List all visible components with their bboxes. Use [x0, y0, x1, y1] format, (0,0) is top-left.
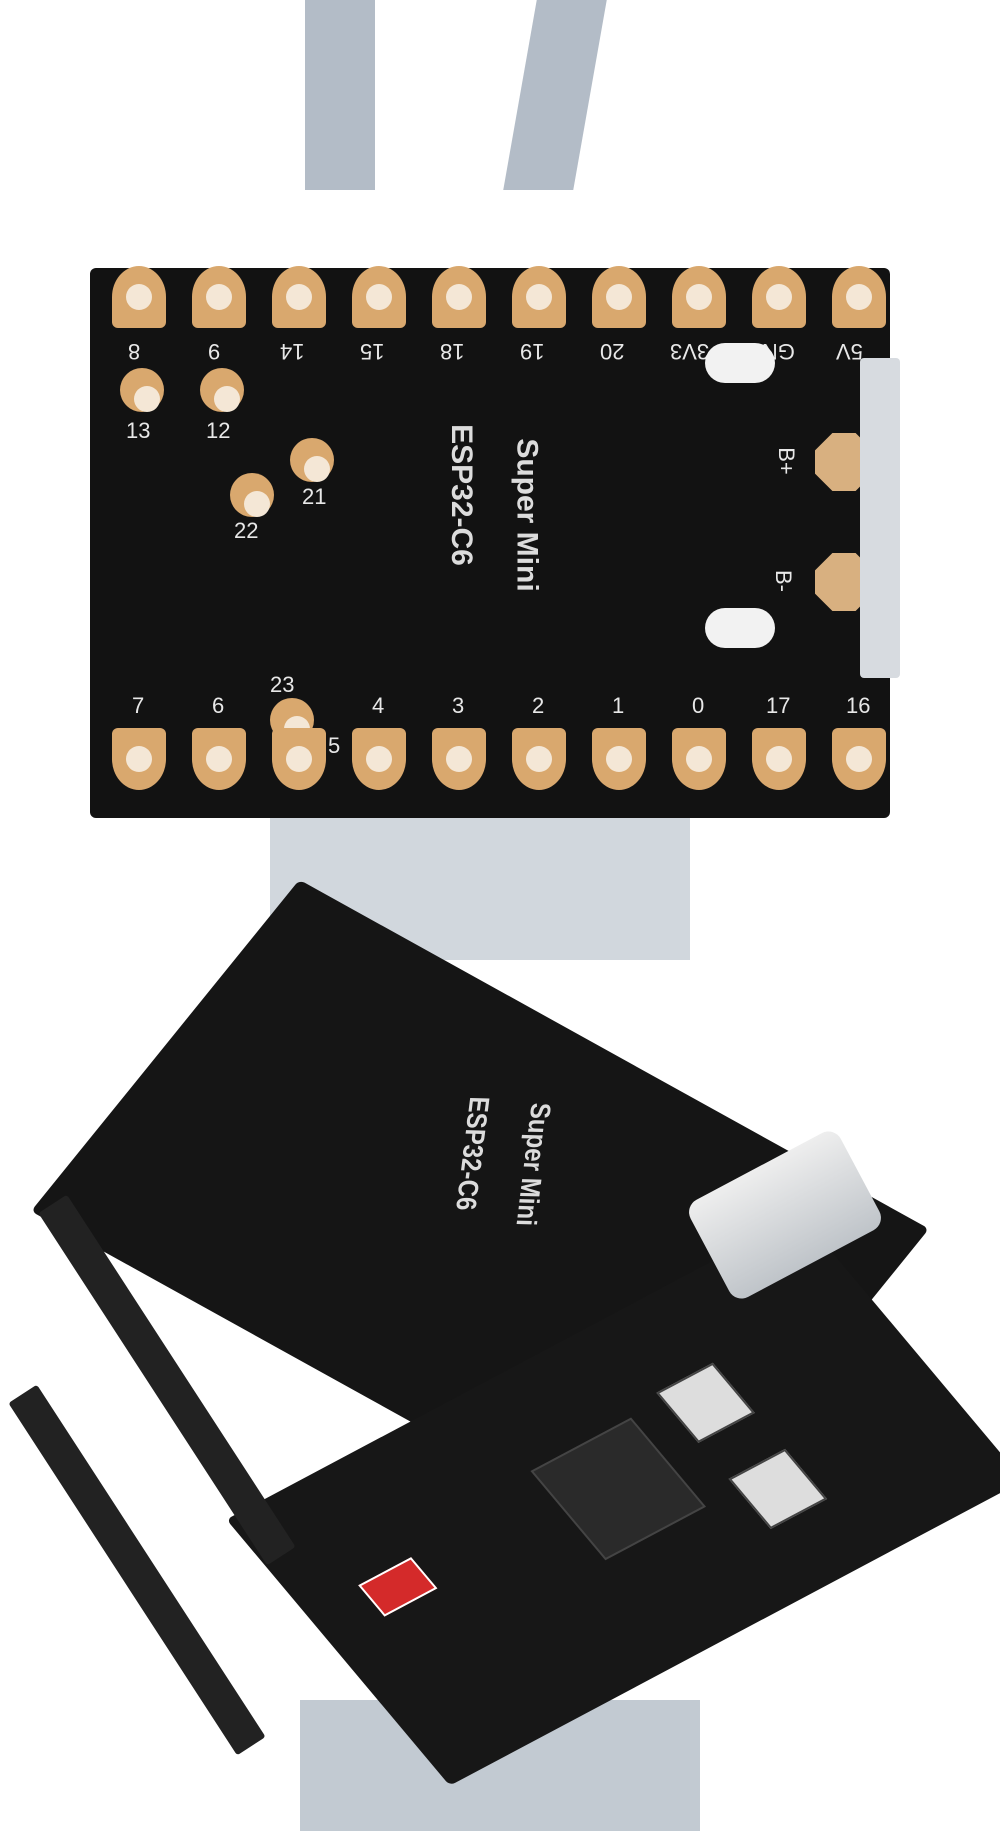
pin-pad — [112, 728, 166, 790]
pin-pad — [752, 266, 806, 328]
pin-label: 4 — [372, 693, 385, 718]
pin-label: 3 — [452, 693, 465, 718]
pin-label: 17 — [766, 693, 791, 718]
pin-label: 8 — [128, 339, 141, 364]
pin-pad — [672, 266, 726, 328]
pin-pad — [352, 728, 406, 790]
pin-pad — [432, 266, 486, 328]
board-title: Super Mini — [509, 1102, 558, 1227]
pin-label: 12 — [206, 418, 231, 443]
battery-minus-label: B- — [771, 570, 796, 592]
pin-pad — [112, 266, 166, 328]
pin-pad — [192, 728, 246, 790]
pin-label: 9 — [208, 339, 221, 364]
pin-pad — [272, 728, 326, 790]
pin-label: 16 — [846, 693, 871, 718]
pin-label: 21 — [302, 484, 327, 509]
pin-pad — [192, 266, 246, 328]
led — [358, 1557, 438, 1617]
pin-label: 13 — [126, 418, 151, 443]
pin-pad — [832, 266, 886, 328]
pin-label: 22 — [234, 518, 259, 543]
pin-label: 23 — [270, 672, 295, 697]
usb-connector — [860, 358, 900, 678]
board-model: ESP32-C6 — [444, 424, 478, 566]
pin-pad — [200, 368, 244, 412]
mcu-chip — [530, 1417, 707, 1561]
pin-label: 14 — [280, 339, 305, 364]
pin-label: 6 — [212, 693, 225, 718]
pin-label: 1 — [612, 693, 625, 718]
pin-pad — [352, 266, 406, 328]
pin-label: 18 — [440, 339, 465, 364]
watermark-top-left-bar — [305, 0, 375, 190]
pcb-top-view: 8 9 14 15 18 19 20 3V3 GND 5V 13 12 21 2… — [90, 266, 900, 818]
solder-oval — [705, 608, 775, 648]
pin-pad — [272, 266, 326, 328]
pin-label: 2 — [532, 693, 545, 718]
pin-header-strip — [8, 1384, 266, 1756]
pin-pad — [592, 266, 646, 328]
pin-pad — [120, 368, 164, 412]
pin-label: 3V3 — [670, 339, 710, 364]
pin-pad — [832, 728, 886, 790]
watermark-top-right-bar — [503, 0, 607, 190]
pin-label: 7 — [132, 693, 145, 718]
boot-button — [728, 1448, 828, 1530]
reset-button — [656, 1362, 755, 1443]
pin-pad — [432, 728, 486, 790]
pin-label: 19 — [520, 339, 545, 364]
board-model: ESP32-C6 — [449, 1096, 497, 1211]
pin-pad — [230, 473, 274, 517]
pin-label: 15 — [360, 339, 385, 364]
pin-label: 20 — [600, 339, 625, 364]
pin-label: 0 — [692, 693, 705, 718]
solder-oval — [705, 343, 775, 383]
pin-pad — [290, 438, 334, 482]
battery-plus-label: B+ — [773, 447, 799, 475]
pin-label: 5 — [328, 733, 341, 758]
pin-pad — [592, 728, 646, 790]
pin-label: 5V — [836, 339, 863, 364]
board-title: Super Mini — [510, 438, 544, 592]
pin-pad — [512, 266, 566, 328]
pin-pad — [512, 728, 566, 790]
pin-pad — [672, 728, 726, 790]
pin-pad — [752, 728, 806, 790]
